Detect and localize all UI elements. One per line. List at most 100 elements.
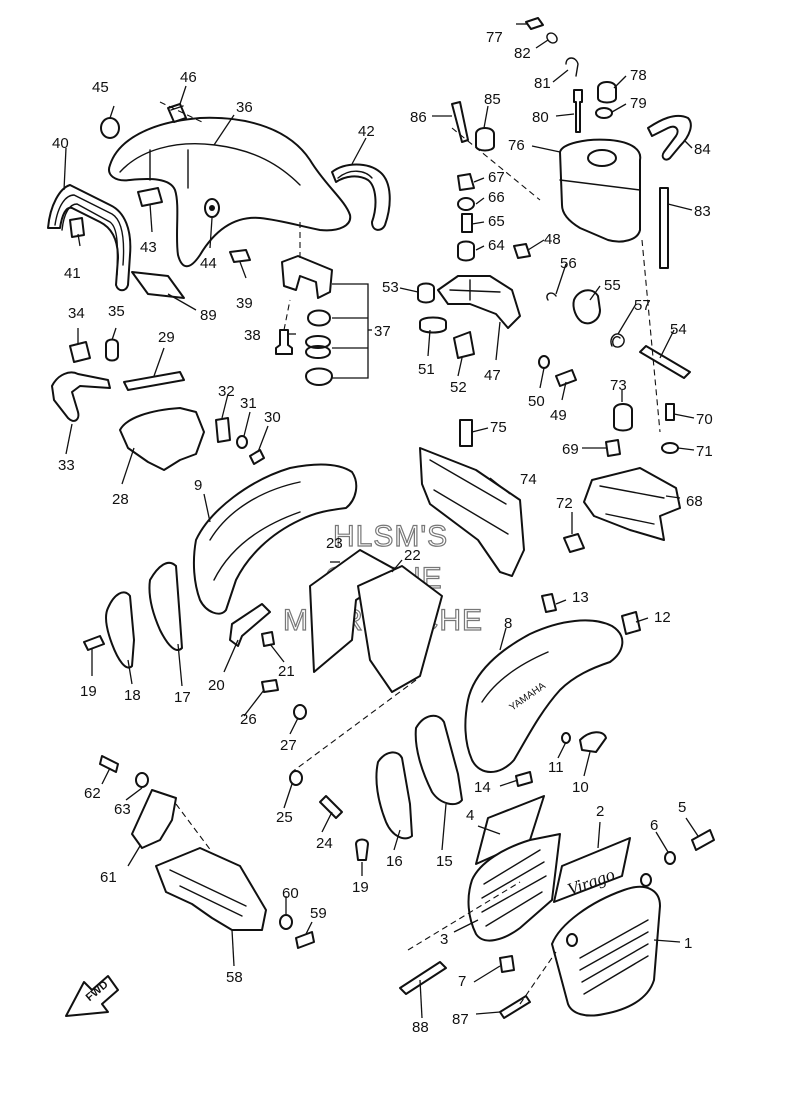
part-2-emblem xyxy=(553,837,631,903)
callout-82: 82 xyxy=(514,45,531,62)
part-14-screw xyxy=(515,771,533,787)
callout-65: 65 xyxy=(488,213,505,230)
part-8-cover xyxy=(464,619,624,773)
callout-83: 83 xyxy=(694,203,711,220)
part-25-washer xyxy=(289,770,303,786)
callout-71: 71 xyxy=(696,443,713,460)
part-55-lever xyxy=(572,289,601,325)
callout-55: 55 xyxy=(604,277,621,294)
part-53-nut xyxy=(417,282,435,304)
part-13-bolt xyxy=(541,593,557,613)
callout-48: 48 xyxy=(544,231,561,248)
callout-52: 52 xyxy=(450,379,467,396)
callout-81: 81 xyxy=(534,75,551,92)
part-84-hose xyxy=(647,114,692,161)
callout-29: 29 xyxy=(158,329,175,346)
leader-lines xyxy=(63,23,699,1019)
callout-11: 11 xyxy=(548,759,564,776)
part-37-damper xyxy=(307,309,331,327)
callout-79: 79 xyxy=(630,95,647,112)
callout-1: 1 xyxy=(684,935,692,952)
callout-72: 72 xyxy=(556,495,573,512)
part-21-clip xyxy=(261,631,275,647)
part-82-clip xyxy=(546,32,558,44)
part-12-clip xyxy=(621,611,641,635)
part-37-collar xyxy=(305,367,333,386)
reservoir-assembly xyxy=(451,17,692,269)
part-30 xyxy=(249,449,265,465)
part-26-bolt xyxy=(261,679,279,693)
callout-87: 87 xyxy=(452,1011,469,1028)
callout-85: 85 xyxy=(484,91,501,108)
callout-34: 34 xyxy=(68,305,85,322)
part-9-cover xyxy=(192,463,358,615)
part-18-panel xyxy=(104,591,135,669)
part-48-nut xyxy=(513,243,531,259)
callout-44: 44 xyxy=(200,255,217,272)
part-79-ring xyxy=(595,107,613,119)
part-56-clip xyxy=(546,292,557,301)
part-73-grommet xyxy=(613,403,633,432)
part-20-bracket xyxy=(229,603,271,647)
part-41-clip xyxy=(69,217,85,238)
bracket-68-assembly xyxy=(563,403,681,553)
part-72-clip xyxy=(563,533,585,553)
callout-69: 69 xyxy=(562,441,579,458)
callout-19-left: 19 xyxy=(80,683,97,700)
callout-30: 30 xyxy=(264,409,281,426)
callout-67: 67 xyxy=(488,169,505,186)
bracket-47-assembly xyxy=(417,173,691,387)
callout-38: 38 xyxy=(244,327,261,344)
callout-21: 21 xyxy=(278,663,295,680)
part-37-spring xyxy=(305,335,331,359)
part-33-bracket xyxy=(51,371,111,422)
callout-59: 59 xyxy=(310,905,327,922)
part-19-bolt-b xyxy=(355,838,369,861)
callout-12: 12 xyxy=(654,609,671,626)
part-64 xyxy=(457,240,475,262)
callout-labels: 1 2 3 4 5 6 7 8 9 10 11 12 13 14 15 16 1… xyxy=(52,29,713,1036)
callout-73: 73 xyxy=(610,377,627,394)
part-34 xyxy=(69,341,91,363)
callout-14: 14 xyxy=(474,779,491,796)
callout-66: 66 xyxy=(488,189,505,206)
callout-8: 8 xyxy=(504,615,512,632)
callout-64: 64 xyxy=(488,237,505,254)
part-60-washer xyxy=(279,914,293,930)
rear-cover-assembly xyxy=(47,103,391,299)
callout-47: 47 xyxy=(484,367,501,384)
part-65 xyxy=(461,213,473,233)
callout-39: 39 xyxy=(236,295,253,312)
callout-60: 60 xyxy=(282,885,299,902)
callout-61: 61 xyxy=(100,869,117,886)
callout-25: 25 xyxy=(276,809,293,826)
callout-26: 26 xyxy=(240,711,257,728)
part-19-bolt-a xyxy=(83,635,105,651)
bracket-37-assembly xyxy=(275,255,333,386)
callout-24: 24 xyxy=(316,835,333,852)
part-57-spring xyxy=(610,333,625,348)
callout-17: 17 xyxy=(174,689,191,706)
side-cover-8: YAMAHA xyxy=(464,593,641,773)
part-42-grab-bar xyxy=(331,163,391,231)
callout-35: 35 xyxy=(108,303,125,320)
callout-31: 31 xyxy=(240,395,257,412)
callout-6: 6 xyxy=(650,817,658,834)
part-69-grommet xyxy=(605,439,621,457)
callout-75: 75 xyxy=(490,419,507,436)
part-1-cover xyxy=(551,885,661,1017)
part-51-pivot xyxy=(419,316,447,334)
part-59-bolt xyxy=(295,931,315,949)
callout-57: 57 xyxy=(634,297,651,314)
part-45-cap xyxy=(100,117,120,139)
part-32 xyxy=(215,417,231,443)
part-70-bolt xyxy=(665,403,675,421)
part-39-plate xyxy=(229,249,251,263)
part-17-panel xyxy=(148,561,183,651)
part-6-washer xyxy=(664,851,676,865)
callout-9: 9 xyxy=(194,477,202,494)
callout-53: 53 xyxy=(382,279,399,296)
callout-7: 7 xyxy=(458,973,466,990)
